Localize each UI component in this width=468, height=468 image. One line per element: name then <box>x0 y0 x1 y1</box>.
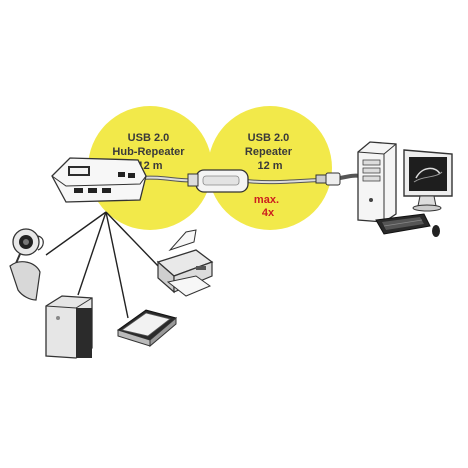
repeater-label: USB 2.0 Repeater 12 m <box>245 132 295 172</box>
hub-repeater-line2: Hub-Repeater <box>112 146 185 158</box>
scanner-icon <box>116 309 178 348</box>
webcam-icon <box>9 228 44 301</box>
keyboard-icon <box>375 213 431 235</box>
cascade-line2: 4x <box>262 207 275 219</box>
external-drive-icon <box>45 295 93 359</box>
printer-icon <box>156 229 214 297</box>
repeater-highlight <box>208 106 332 230</box>
usb-plug-icon <box>315 172 341 186</box>
usb-hub-icon <box>51 157 147 203</box>
repeater-line3: 12 m <box>257 160 282 172</box>
hub-repeater-label: USB 2.0 Hub-Repeater 12 m <box>112 132 187 172</box>
repeater-line2: Repeater <box>245 146 293 158</box>
mouse-icon <box>432 225 440 237</box>
cascade-label: max. 4x <box>254 194 282 219</box>
repeater-icon <box>187 169 249 193</box>
peripheral-connections <box>45 211 161 319</box>
monitor-icon <box>403 149 453 212</box>
hub-repeater-line1: USB 2.0 <box>128 132 170 144</box>
repeater-line1: USB 2.0 <box>248 132 290 144</box>
hub-repeater-line3: 12 m <box>137 160 162 172</box>
cascade-line1: max. <box>254 194 279 206</box>
pc-tower-icon <box>357 141 397 223</box>
